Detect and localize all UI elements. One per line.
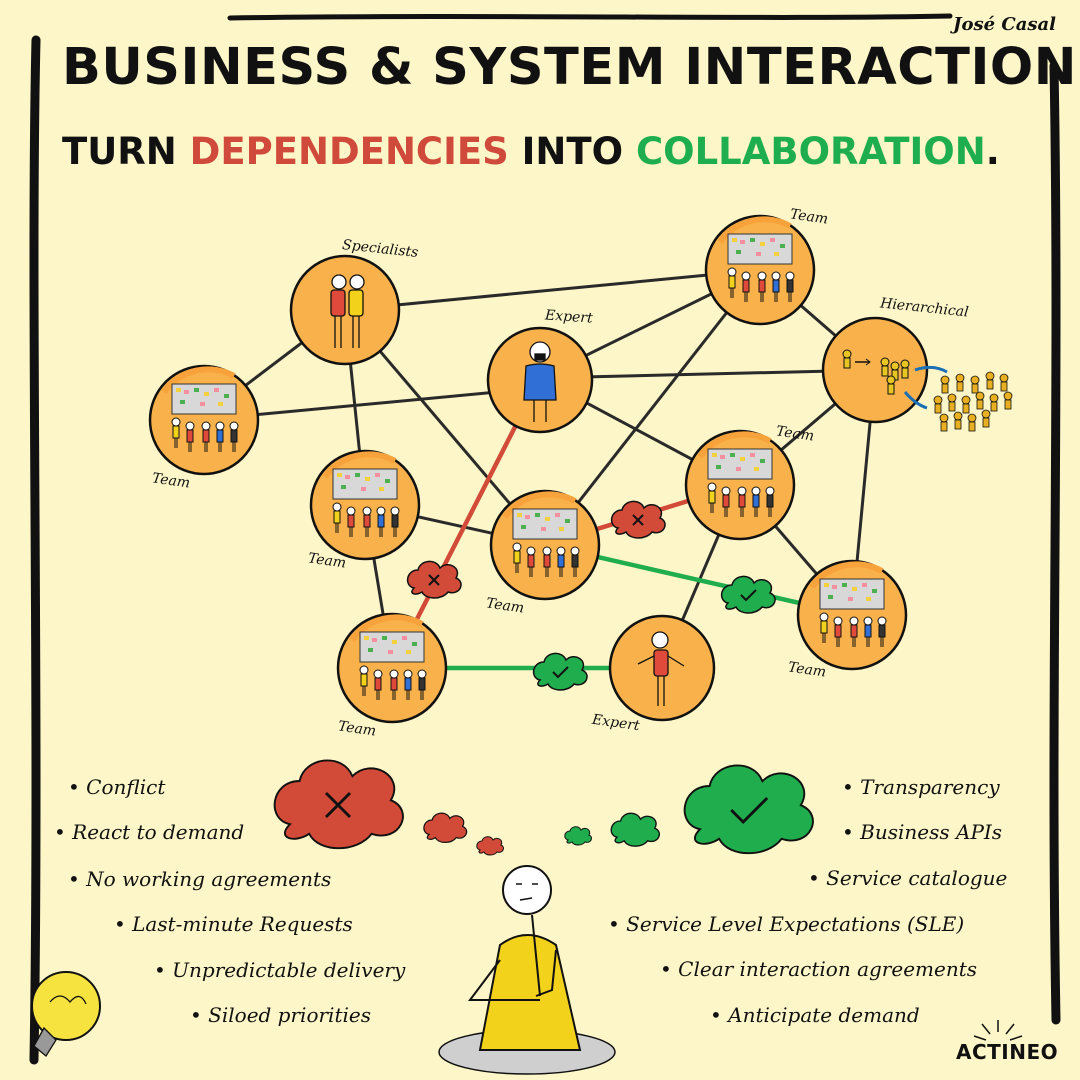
collab-cloud-2 (720, 575, 776, 614)
page-subtitle: TURN DEPENDENCIES INTO COLLABORATION. (62, 130, 1022, 173)
collab-cloud-1 (532, 652, 588, 691)
author-signature: José Casal (953, 14, 1056, 35)
right-bullet-item: • Transparency (842, 775, 1000, 799)
subtitle-turn: TURN (62, 130, 190, 173)
left-bullet-item: • Siloed priorities (190, 1003, 371, 1027)
specialists-node (289, 254, 401, 366)
conflict-cloud-1 (406, 560, 462, 599)
subtitle-collaboration: COLLABORATION (635, 130, 986, 173)
expert-node-bottom (608, 614, 716, 722)
left-bullet-item: • Unpredictable delivery (154, 958, 406, 982)
conflict-cloud-2 (610, 500, 666, 539)
team-node-midleft (311, 451, 419, 559)
right-bullet-item: • Service catalogue (808, 866, 1008, 890)
thinking-figure (438, 865, 616, 1075)
small-collab-cloud-1 (610, 812, 661, 847)
frame-top-stroke (227, 13, 953, 21)
brand-logo: ACTINEO (956, 1040, 1059, 1064)
small-collab-cloud-2 (564, 826, 593, 846)
small-conflict-cloud-1 (423, 812, 468, 844)
left-bullet-item: • Last-minute Requests (114, 912, 353, 936)
team-node-right (686, 431, 794, 539)
right-bullet-item: • Service Level Expectations (SLE) (608, 912, 965, 936)
subtitle-dependencies: DEPENDENCIES (189, 130, 509, 173)
page-title: BUSINESS & SYSTEM INTERACTIONS (62, 38, 1080, 97)
right-bullet-item: • Business APIs (842, 820, 1003, 844)
right-bullet-item: • Anticipate demand (710, 1003, 920, 1027)
sun-icon (973, 1020, 1023, 1041)
hierarchical-node (821, 316, 948, 424)
left-bullet-item: • No working agreements (68, 867, 332, 891)
crowd-group (933, 371, 1013, 432)
subtitle-into: INTO (508, 130, 636, 173)
expert-node-top (486, 326, 594, 434)
team-node-farright (798, 561, 906, 669)
team-node-bottomleft (338, 614, 446, 722)
left-bullet-item: • Conflict (68, 775, 166, 799)
team-node-center (491, 491, 599, 599)
team-node-topright (706, 216, 814, 324)
small-conflict-cloud-2 (476, 836, 505, 856)
right-bullet-item: • Clear interaction agreements (660, 957, 978, 981)
team-node-left (150, 366, 258, 474)
big-collab-cloud (683, 764, 815, 855)
frame-right-stroke (1049, 61, 1061, 1025)
left-bullet-item: • React to demand (54, 820, 245, 844)
frame-left-stroke (29, 35, 41, 1065)
label-expert-top: Expert (544, 307, 594, 327)
lightbulb-icon (31, 971, 101, 1057)
big-conflict-cloud (273, 759, 405, 850)
subtitle-period: . (985, 130, 1000, 173)
